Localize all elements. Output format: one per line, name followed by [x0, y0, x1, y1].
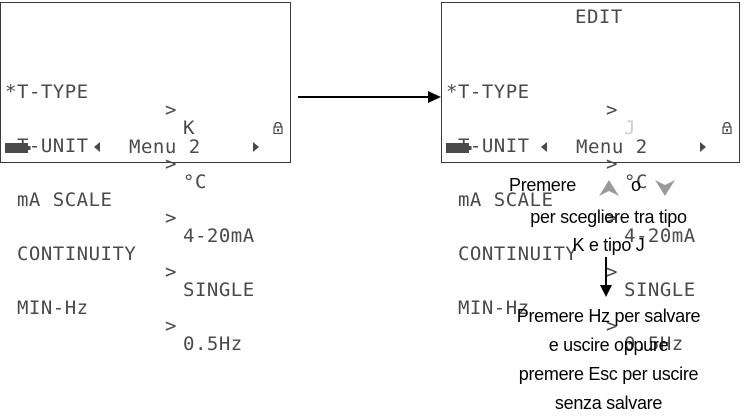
right-triangle-icon — [700, 142, 706, 152]
up-arrow-key-icon — [599, 180, 619, 196]
instruction-text: per scegliere tra tipo — [530, 207, 687, 227]
row-label: CONTINUITY — [457, 243, 578, 265]
battery-icon — [5, 143, 31, 153]
instruction-text: o — [631, 175, 641, 195]
instruction-text: Premere — [509, 175, 576, 195]
menu-label: Menu 2 — [129, 136, 201, 158]
menu-rows: *T-TYPE > K T-UNIT > °C mA SCALE > 4-20m… — [5, 29, 283, 354]
row-separator: > — [165, 315, 177, 337]
row-label: MIN-Hz — [457, 297, 530, 319]
row-value-editing: J — [624, 117, 636, 139]
menu-row-t-unit: T-UNIT > °C — [5, 119, 283, 192]
row-separator: > — [606, 207, 618, 229]
instruction-text: Premere Hz per salvare — [516, 306, 701, 326]
row-value: 4-20mA — [624, 225, 696, 247]
row-separator: > — [165, 207, 177, 229]
battery-icon — [446, 143, 472, 153]
row-separator: > — [606, 99, 618, 121]
row-separator: > — [606, 153, 618, 175]
menu-row-continuity: CONTINUITY > SINGLE — [5, 227, 254, 300]
row-separator: > — [165, 99, 177, 121]
right-triangle-icon — [253, 142, 259, 152]
menu-footer: Menu 2 — [1, 136, 290, 158]
menu-row-t-type: *T-TYPE > K — [5, 65, 194, 138]
row-separator: > — [606, 315, 618, 337]
row-separator: > — [606, 261, 618, 283]
menu-row-continuity: CONTINUITY > SINGLE — [446, 227, 695, 300]
row-label: mA SCALE — [16, 189, 113, 211]
menu-footer: Menu 2 — [442, 136, 739, 158]
menu-row-t-type: *T-TYPE > J — [446, 65, 635, 138]
menu-row-min-hz: MIN-Hz > 0.5Hz — [446, 281, 683, 354]
edit-title: EDIT — [575, 6, 623, 28]
row-value: 0.5Hz — [624, 333, 684, 355]
left-triangle-icon — [94, 142, 100, 152]
row-label: CONTINUITY — [16, 243, 137, 265]
row-label: T-UNIT — [16, 135, 89, 157]
menu-row-min-hz: MIN-Hz > 0.5Hz — [5, 281, 242, 354]
instruction-line: Premere o — [476, 175, 741, 199]
instruction-text: e uscire oppure — [548, 335, 669, 355]
lock-icon — [273, 122, 283, 134]
row-value: 0.5Hz — [183, 333, 243, 355]
left-triangle-icon — [541, 142, 547, 152]
row-separator: > — [165, 261, 177, 283]
row-value: °C — [183, 171, 207, 193]
instruction-text: senza salvare — [554, 393, 663, 413]
row-label: mA SCALE — [457, 189, 554, 211]
instruction-save-exit: Premere Hz per salvare e uscire oppure p… — [476, 302, 741, 418]
row-separator: > — [165, 153, 177, 175]
instruction-text: K e tipo J — [572, 235, 645, 255]
instruction-select-type: Premere o per scegliere tra tipo K e tip… — [476, 175, 741, 259]
row-value: 4-20mA — [183, 225, 255, 247]
instruction-text: premere Esc per uscire — [518, 364, 699, 384]
menu-label: Menu 2 — [576, 136, 648, 158]
down-arrow-key-icon — [655, 180, 675, 196]
row-label: MIN-Hz — [16, 297, 89, 319]
menu-rows: *T-TYPE > J T-UNIT > °C mA SCALE > 4-20m… — [446, 29, 732, 354]
menu-row-ma-scale: mA SCALE > 4-20mA — [446, 173, 695, 246]
row-label: *T-TYPE — [5, 81, 89, 103]
menu-row-ma-scale: mA SCALE > 4-20mA — [5, 173, 254, 246]
row-value: SINGLE — [183, 279, 255, 301]
lock-icon — [722, 122, 732, 134]
down-arrow-icon — [600, 257, 612, 297]
lcd-screen-edit: EDIT *T-TYPE > J T-UNIT > °C mA SCALE > … — [441, 2, 740, 354]
row-value: SINGLE — [624, 279, 696, 301]
row-label: T-UNIT — [457, 135, 530, 157]
right-arrow-icon — [298, 91, 441, 103]
row-label: *T-TYPE — [446, 81, 530, 103]
menu-row-t-unit: T-UNIT > °C — [446, 119, 732, 192]
row-value: °C — [624, 171, 648, 193]
row-value: K — [183, 117, 195, 139]
lcd-screen-menu: *T-TYPE > K T-UNIT > °C mA SCALE > 4-20m… — [0, 2, 291, 354]
